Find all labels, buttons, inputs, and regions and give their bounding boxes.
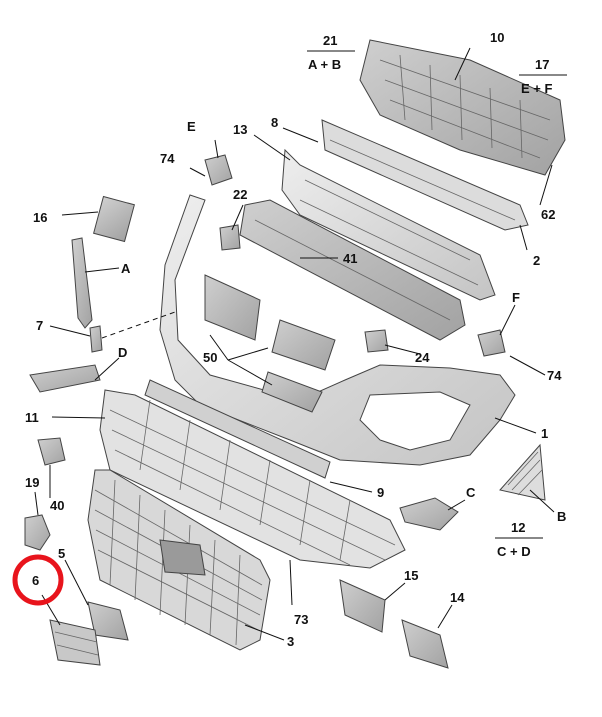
group-brackets xyxy=(307,50,567,539)
bracket-f-part xyxy=(477,329,506,357)
bracket-e-part xyxy=(204,154,233,186)
callout-7: 7 xyxy=(36,318,43,333)
bracket-15-part xyxy=(339,579,386,633)
deflector-c-part xyxy=(399,497,459,531)
group-21-members: A + B xyxy=(308,57,341,72)
callout-2: 2 xyxy=(533,253,540,268)
upper-crossmember-part xyxy=(359,39,566,176)
callout-24: 24 xyxy=(415,350,430,365)
callout-b: B xyxy=(557,509,566,524)
deflector-d-part xyxy=(29,364,101,393)
callout-40: 40 xyxy=(50,498,64,513)
bumper-cover-part xyxy=(159,194,516,466)
group-17-members: E + F xyxy=(521,81,552,96)
bumper-beam-part xyxy=(239,199,466,341)
callout-62: 62 xyxy=(541,207,555,222)
callout-3: 3 xyxy=(287,634,294,649)
group-12-number: 12 xyxy=(511,520,525,535)
callout-16: 16 xyxy=(33,210,47,225)
bracket-24-part xyxy=(364,329,389,353)
absorber-strip-part xyxy=(321,119,529,231)
emblem-part xyxy=(24,514,51,551)
callout-1: 1 xyxy=(541,426,548,441)
callout-d: D xyxy=(118,345,127,360)
vent-b-part xyxy=(499,443,546,501)
leader-lines xyxy=(34,47,555,641)
callout-73: 73 xyxy=(294,612,308,627)
highlight-ring xyxy=(12,554,64,606)
callout-50: 50 xyxy=(203,350,217,365)
bracket-14-part xyxy=(401,619,449,669)
insert-5-part xyxy=(87,601,129,641)
callout-74-right: 74 xyxy=(547,368,562,383)
group-17-number: 17 xyxy=(535,57,549,72)
bracket-22-part xyxy=(219,224,241,251)
callout-41: 41 xyxy=(343,251,357,266)
callout-13: 13 xyxy=(233,122,247,137)
grille-frame-part xyxy=(99,389,406,569)
group-21-number: 21 xyxy=(323,33,337,48)
callout-c: C xyxy=(466,485,476,500)
bracket-a-part xyxy=(71,237,93,329)
alignment-dashed-line xyxy=(101,311,176,339)
callout-6: 6 xyxy=(32,573,39,588)
callout-f: F xyxy=(512,290,520,305)
clip-40-part xyxy=(37,437,66,466)
callout-19: 19 xyxy=(25,475,39,490)
foam-absorber-part xyxy=(281,148,496,301)
callout-9: 9 xyxy=(377,485,384,500)
group-12-members: C + D xyxy=(497,544,531,559)
lower-lip-part xyxy=(144,379,331,479)
callout-8: 8 xyxy=(271,115,278,130)
callout-11: 11 xyxy=(25,410,39,425)
callout-5: 5 xyxy=(58,546,65,561)
callout-22: 22 xyxy=(233,187,247,202)
callout-10: 10 xyxy=(490,30,504,45)
main-grille-part xyxy=(87,469,271,651)
callout-74-top: 74 xyxy=(160,151,175,166)
bracket-16-part xyxy=(93,195,135,243)
callout-15: 15 xyxy=(404,568,418,583)
callout-a: A xyxy=(121,261,131,276)
insert-6-part xyxy=(49,619,101,666)
callout-e: E xyxy=(187,119,196,134)
clip-7-part xyxy=(89,325,103,353)
callout-14: 14 xyxy=(450,590,465,605)
